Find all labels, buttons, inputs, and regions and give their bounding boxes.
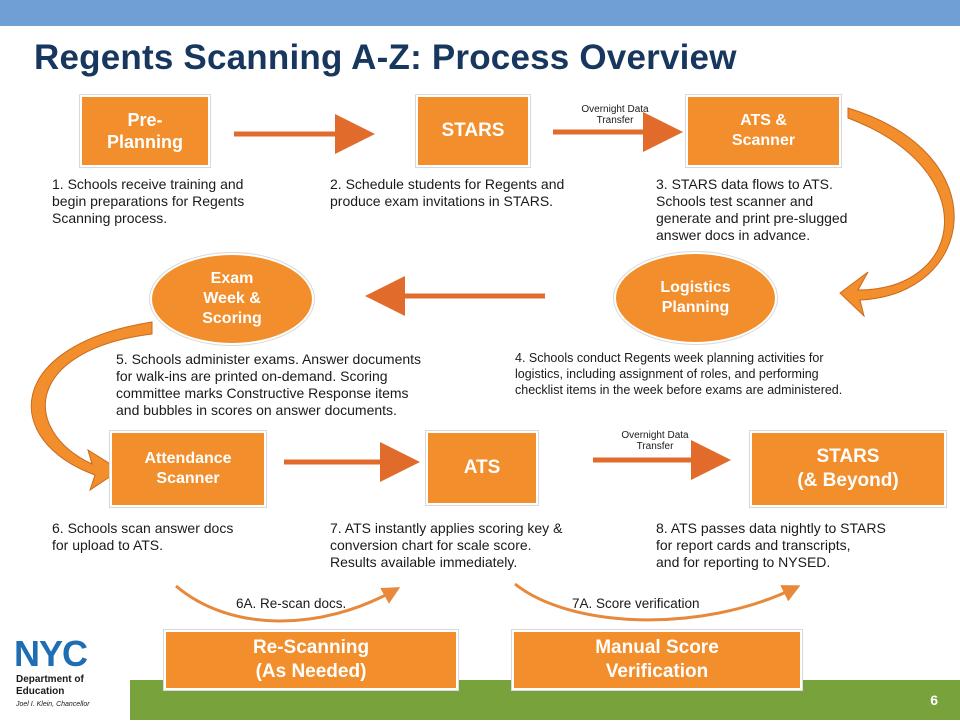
arc-verify: [514, 582, 801, 622]
manual-verification-label: Manual Score Verification: [595, 637, 719, 682]
step-1-description: 1. Schools receive training and begin pr…: [52, 176, 245, 226]
ats-label: ATS: [463, 457, 501, 479]
curve-arrow-right: [839, 107, 955, 318]
step-2-description: 2. Schedule students for Regents and pro…: [330, 176, 565, 209]
slide-title: Regents Scanning A-Z: Process Overview: [34, 38, 737, 77]
rescanning-box: Re-Scanning (As Needed): [164, 630, 458, 690]
manual-verification-box: Manual Score Verification: [512, 630, 802, 690]
arc-rescan: [175, 584, 401, 623]
pre-planning-label: Pre- Planning: [107, 109, 183, 153]
exam-week-label: Exam Week & Scoring: [202, 270, 262, 327]
step-8-description: 8. ATS passes data nightly to STARS for …: [656, 520, 886, 570]
logo-mark: NYC: [14, 633, 88, 674]
step-3-description: 3. STARS data flows to ATS. Schools test…: [656, 176, 848, 243]
step-5-description: 5. Schools administer exams. Answer docu…: [116, 351, 422, 418]
overnight-transfer-label-bottom: Overnight Data Transfer: [621, 430, 689, 452]
rescanning-label: Re-Scanning (As Needed): [252, 637, 370, 682]
verify-arc-label: 7A. Score verification: [572, 596, 700, 611]
curve-arrow-left: [30, 321, 153, 492]
ats-scanner-label: ATS & Scanner: [731, 112, 796, 149]
overnight-transfer-label-top: Overnight Data Transfer: [581, 104, 649, 126]
exam-week-oval: Exam Week & Scoring: [150, 253, 314, 345]
stars-label: STARS: [441, 120, 505, 142]
step-4-description: 4. Schools conduct Regents week planning…: [515, 351, 843, 397]
pre-planning-box: Pre- Planning: [80, 95, 210, 167]
slide-number: 6: [930, 692, 938, 708]
stars-beyond-box: STARS (& Beyond): [750, 431, 946, 507]
ats-scanner-box: ATS & Scanner: [686, 95, 841, 167]
nyc-logo-icon: NYC Department of Education Joel I. Klei…: [14, 633, 90, 708]
stars-beyond-label: STARS (& Beyond): [797, 446, 899, 491]
nyc-doe-logo: NYC Department of Education Joel I. Klei…: [0, 622, 128, 720]
attendance-scanner-label: Attendance Scanner: [144, 450, 232, 487]
step-6-description: 6. Schools scan answer docs for upload t…: [52, 520, 234, 553]
ats-box: ATS: [426, 431, 538, 505]
logo-line3: Joel I. Klein, Chancellor: [15, 701, 90, 708]
logo-line1: Department of: [16, 674, 84, 685]
logo-line2: Education: [16, 686, 64, 697]
step-7-description: 7. ATS instantly applies scoring key & c…: [330, 520, 563, 570]
stars-box: STARS: [416, 95, 530, 167]
rescan-arc-label: 6A. Re-scan docs.: [236, 596, 347, 611]
logistics-label: Logistics Planning: [660, 279, 731, 316]
attendance-scanner-box: Attendance Scanner: [110, 431, 266, 507]
logistics-oval: Logistics Planning: [614, 252, 777, 344]
top-bar: [0, 0, 960, 26]
